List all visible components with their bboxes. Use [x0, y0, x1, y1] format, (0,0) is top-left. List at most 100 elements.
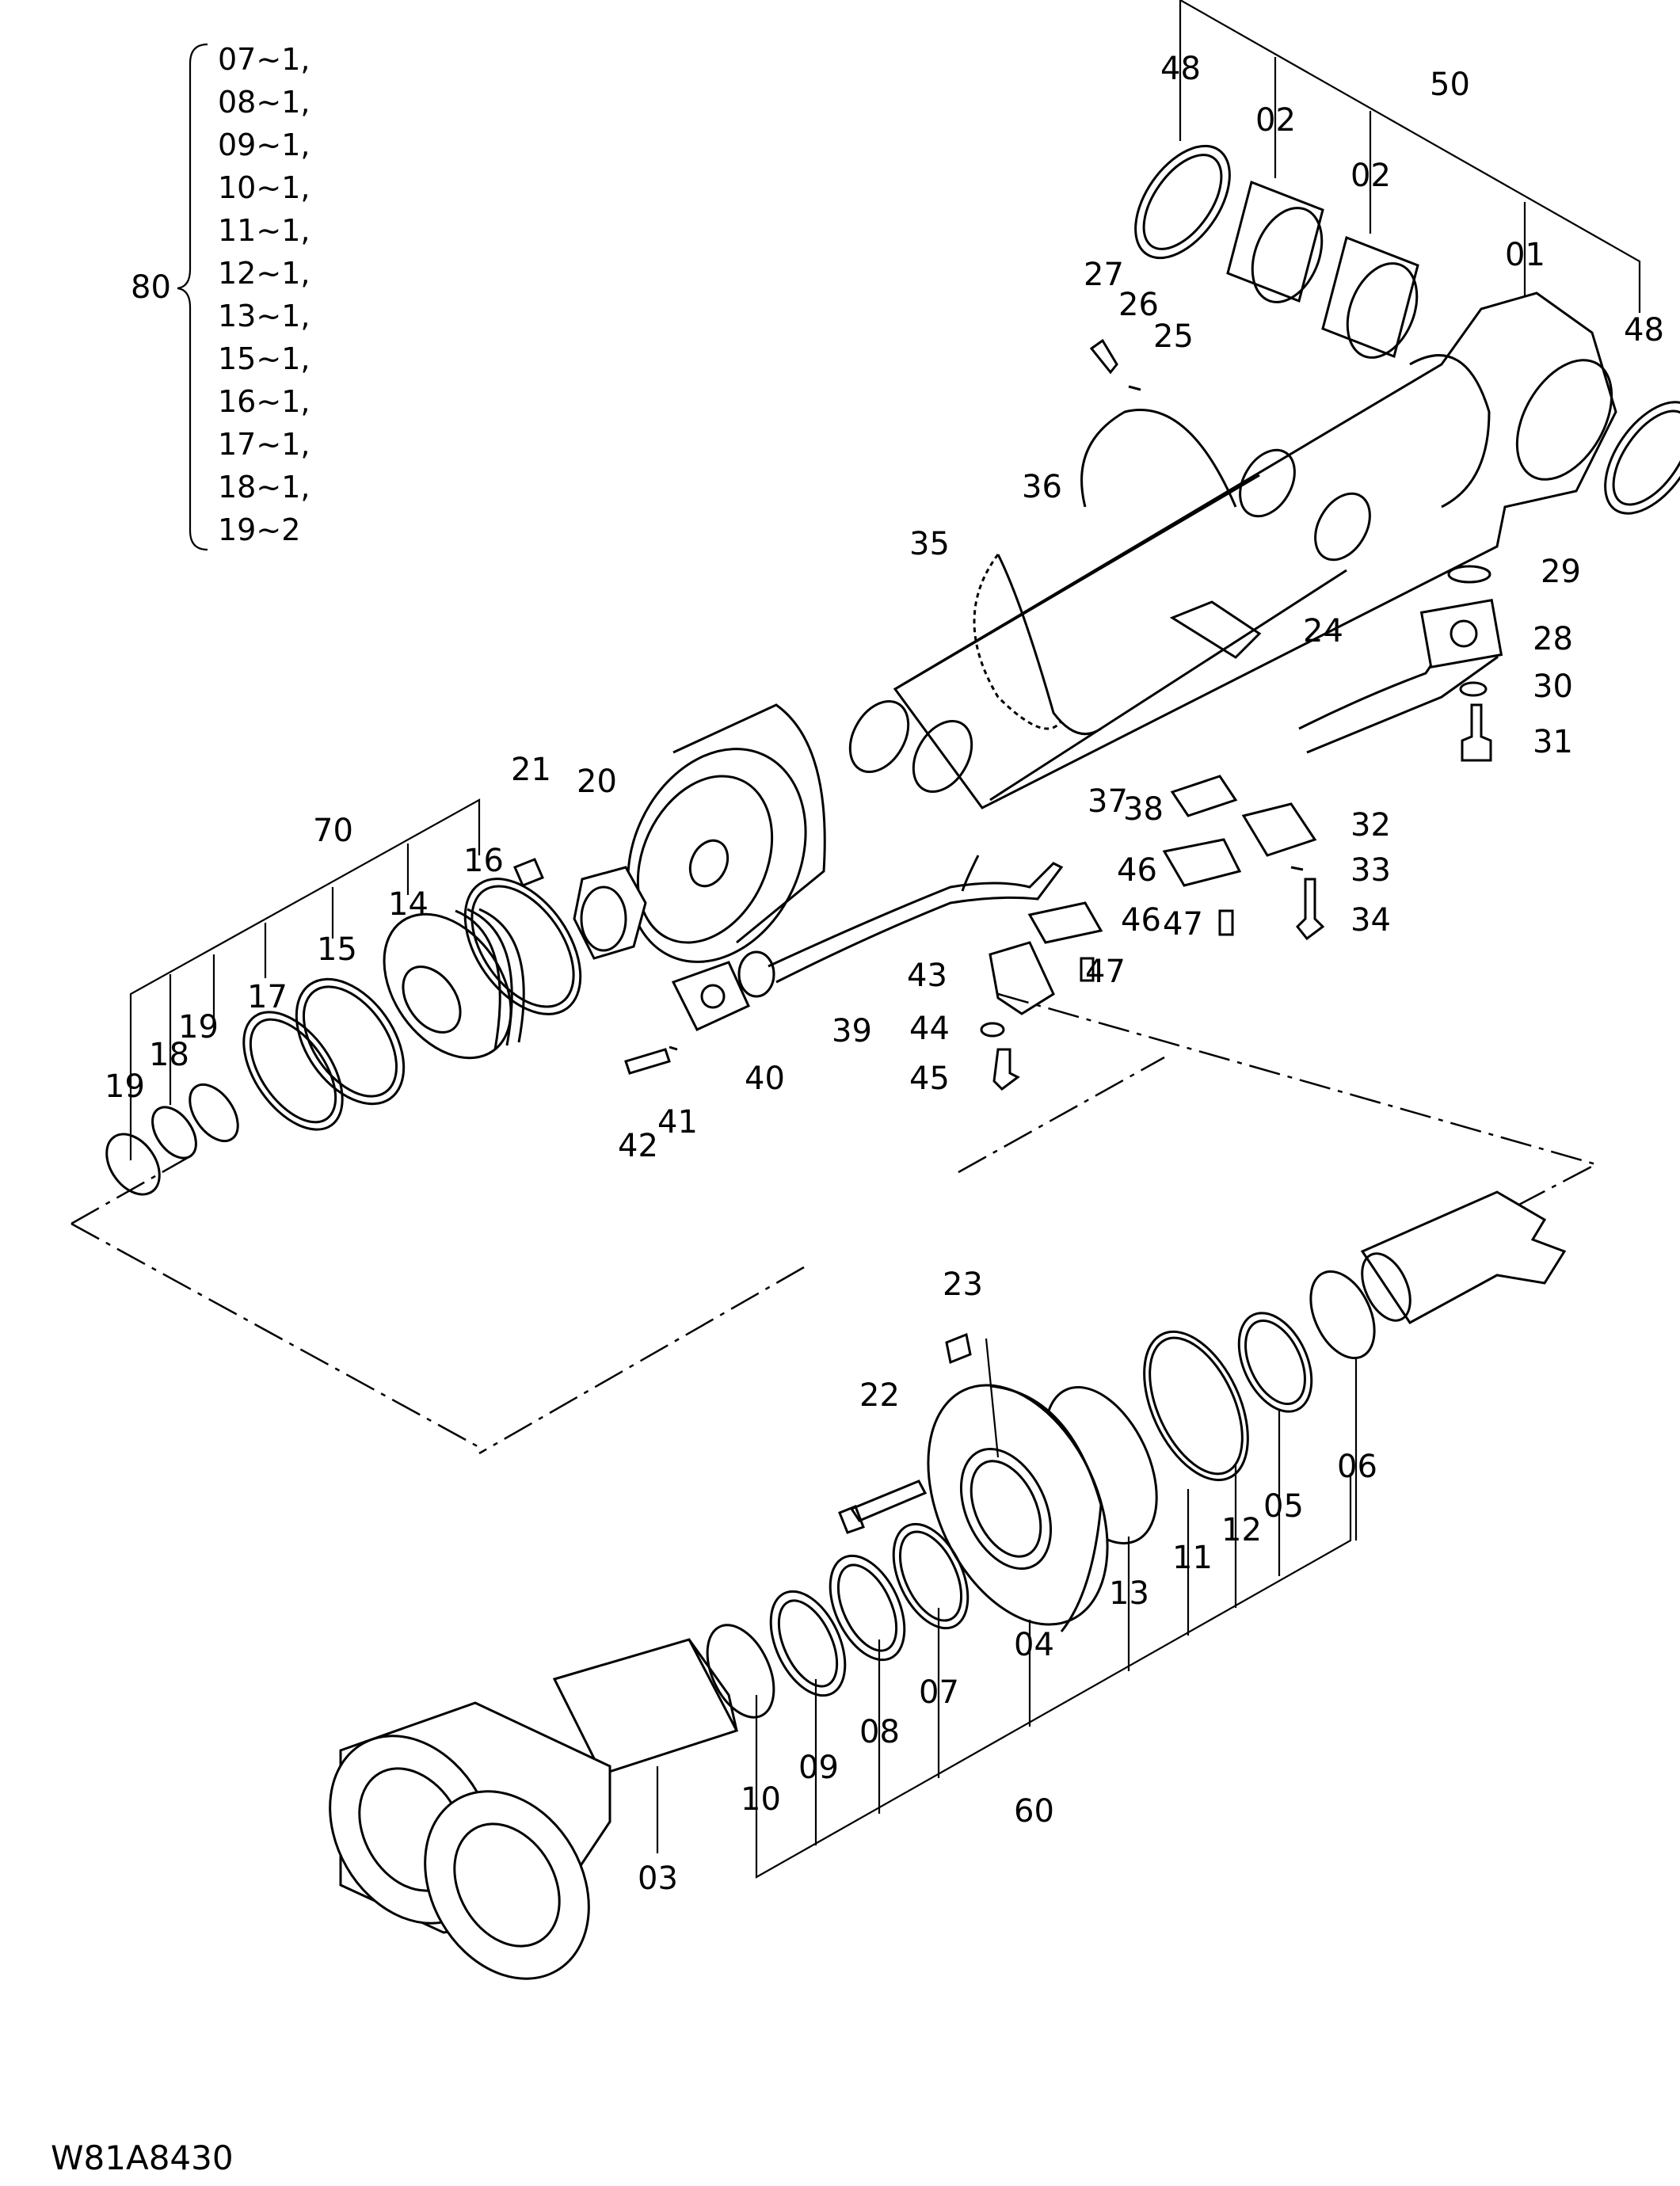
part-48-ring-inner	[1142, 154, 1223, 250]
drawing-id: W81A8430	[51, 2138, 234, 2177]
part-number-label: 34	[1350, 902, 1391, 939]
part-number-label: 47	[1163, 906, 1203, 943]
part-19-snapring	[105, 1133, 161, 1196]
kit-item: 16~1,	[218, 384, 310, 419]
part-number-label: 28	[1533, 621, 1573, 657]
part-10-snapring	[706, 1624, 775, 1719]
part-number-label: 17	[247, 979, 288, 1015]
part-number-label: 21	[511, 752, 551, 788]
part-number-label: 06	[1337, 1449, 1377, 1485]
part-09-bushing	[769, 1590, 847, 1697]
part-01-cylinder-tube	[893, 291, 1617, 809]
tube-flange-side	[672, 703, 826, 944]
kit-item: 13~1,	[218, 299, 310, 333]
part-31-bolt	[1461, 703, 1492, 762]
part-20-nut-bore	[580, 885, 627, 952]
part-number-label: 01	[1505, 237, 1545, 273]
rod-centerline	[958, 992, 1599, 1209]
part-number-label: 38	[1123, 791, 1164, 828]
part-number-label: 50	[1430, 67, 1470, 103]
part-23-plug	[945, 1332, 972, 1365]
part-42-bolt	[624, 1048, 671, 1075]
part-number-label: 13	[1109, 1575, 1149, 1612]
part-40-elbow	[737, 950, 775, 998]
part-46-plate-a	[1162, 838, 1242, 887]
part-40-flange	[671, 961, 750, 1031]
part-number-label: 25	[1153, 318, 1194, 355]
part-number-label: 30	[1533, 668, 1573, 705]
piston-group	[70, 798, 805, 1455]
group-70-frame	[129, 798, 481, 1160]
kit-label: 80	[131, 269, 171, 306]
part-01-rear-band	[1409, 354, 1491, 508]
part-number-label: 08	[859, 1714, 900, 1750]
tube-port-3	[848, 699, 910, 774]
part-number-label: 33	[1350, 852, 1391, 889]
rod-end-face	[1361, 1252, 1411, 1322]
part-number-label: 48	[1624, 312, 1664, 348]
part-number-label: 60	[1014, 1793, 1054, 1830]
part-05-ring	[1237, 1312, 1313, 1413]
part-44-washer	[980, 1022, 1005, 1038]
part-17-ring-inner	[249, 1018, 337, 1124]
part-08-ring-inner	[836, 1563, 898, 1652]
tube-flange	[627, 748, 807, 963]
part-02-bushing-b-end	[1346, 262, 1419, 359]
group-60-frame	[755, 1473, 1352, 1879]
part-number-label: 02	[1255, 102, 1296, 139]
kit-item: 17~1,	[218, 427, 310, 462]
part-number-label: 23	[943, 1266, 983, 1303]
part-number-label: 42	[618, 1128, 658, 1164]
kit-item: 09~1,	[218, 128, 310, 162]
part-18-ring	[151, 1106, 197, 1160]
part-number-label: 44	[909, 1011, 950, 1047]
part-number-label: 02	[1350, 158, 1391, 194]
part-number-label: 12	[1221, 1512, 1262, 1548]
part-45-bolt	[992, 1048, 1020, 1091]
part-number-label: 40	[745, 1061, 785, 1097]
part-40-flange-port	[700, 984, 726, 1009]
part-02-bushing-b	[1321, 235, 1419, 359]
part-47-bolt-a	[1218, 909, 1234, 936]
part-number-label: 16	[463, 843, 504, 879]
part-46-plate-b	[1027, 901, 1103, 944]
part-number-label: 26	[1118, 287, 1159, 323]
part-09-bushing-inner	[777, 1599, 839, 1688]
part-number-label: 45	[909, 1061, 950, 1097]
part-number-label: 11	[1172, 1540, 1213, 1576]
upper-assembly	[624, 0, 1680, 1091]
part-12-ring-inner	[1149, 1336, 1244, 1476]
part-27-bolt	[1089, 338, 1118, 375]
part-46-flange	[1170, 775, 1238, 817]
part-16-ring-inner	[470, 885, 575, 1008]
part-04-rod-head-thread	[970, 1460, 1042, 1558]
part-number-label: 46	[1117, 852, 1157, 889]
part-36-clamp	[996, 554, 1102, 736]
part-number-label: 07	[919, 1674, 959, 1711]
part-07-ring-inner	[898, 1530, 963, 1622]
part-12-ring	[1143, 1330, 1249, 1482]
part-number-label: 43	[907, 958, 947, 994]
part-number-label: 70	[313, 813, 353, 849]
part-48-ring-right-inner	[1612, 409, 1680, 506]
part-number-label: 36	[1022, 469, 1062, 505]
tube-flange-inner	[636, 775, 774, 944]
part-number-label: 20	[577, 764, 617, 800]
part-number-label: 47	[1085, 954, 1126, 990]
part-03-eye-b-bore	[453, 1822, 561, 1948]
part-number-label: 24	[1303, 613, 1343, 649]
part-02-bushing-end	[1251, 207, 1324, 303]
part-15-ring-inner	[303, 985, 398, 1098]
part-43-clamp	[989, 941, 1055, 1015]
part-21-setscrew	[513, 858, 544, 887]
part-number-label: 29	[1541, 554, 1581, 590]
part-14-piston	[383, 912, 512, 1060]
tube-edge-1	[894, 474, 1260, 691]
part-number-label: 04	[1014, 1627, 1054, 1663]
part-39-pipe-diag	[961, 855, 980, 892]
rod-group	[329, 992, 1599, 1980]
part-08-ring	[829, 1554, 906, 1662]
part-01-eye	[1515, 359, 1613, 481]
part-34-bolt	[1295, 878, 1325, 941]
part-35-clamp-dashed	[973, 554, 1063, 730]
